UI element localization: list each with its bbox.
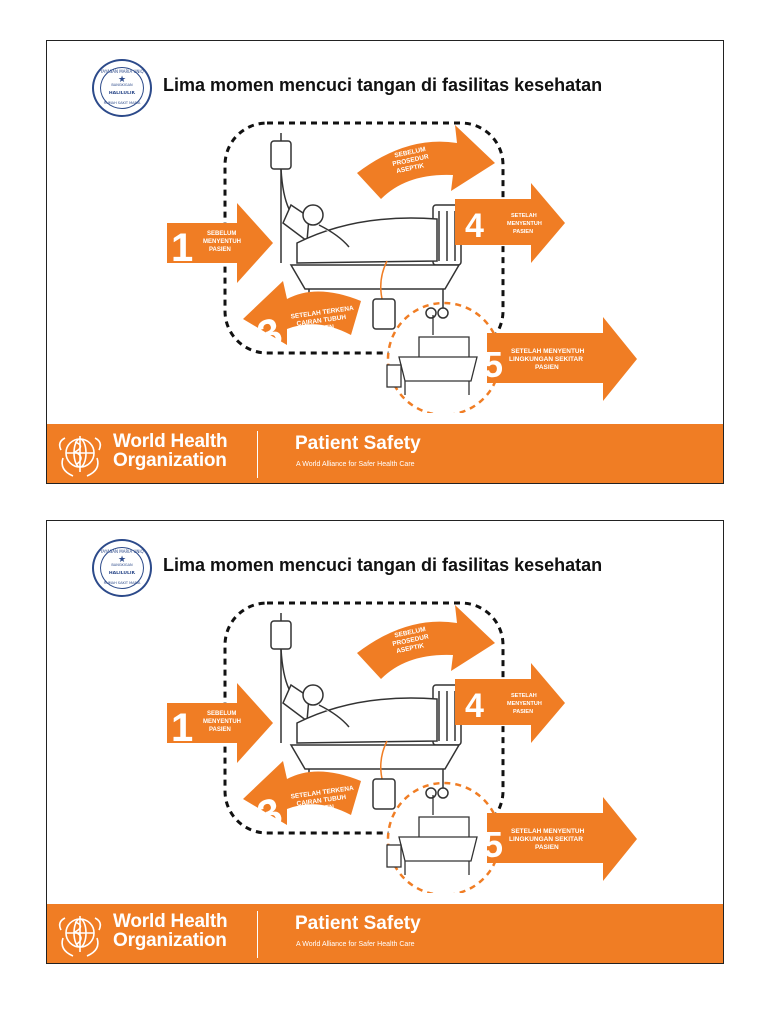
moment-number: 1 (171, 706, 193, 750)
seal-line: HALILULIK (108, 91, 136, 96)
moment-number: 5 (483, 824, 503, 865)
moment-3-arrow (243, 281, 361, 345)
who-wordmark-line: Organization (113, 450, 227, 471)
footer-divider (257, 911, 258, 958)
moment-5-arrow (487, 317, 637, 401)
moment-label-line: SETELAH MENYENTUH (511, 828, 585, 835)
moment-number: 1 (171, 226, 193, 270)
who-emblem-icon (53, 908, 107, 962)
moment-4-arrow (455, 663, 565, 743)
moment-1-arrow (167, 203, 273, 283)
who-emblem-icon (53, 428, 107, 482)
moment-number: 4 (465, 687, 484, 725)
moment-label-line: PASIEN (535, 364, 559, 371)
moment-label-line: MENYENTUH (507, 701, 542, 707)
urine-bag-icon (372, 740, 396, 810)
moment-3-arrow (243, 761, 361, 825)
seal-line: RUMAH SAKIT MARIA (103, 581, 141, 585)
moment-label-line: PASIEN (513, 229, 533, 235)
who-footer-banner: World Health Organization Patient Safety… (47, 904, 723, 963)
moment-label-line: PASIEN (209, 247, 231, 253)
moment-label-line: PASIEN (513, 709, 533, 715)
program-tagline: A World Alliance for Safer Health Care (296, 461, 415, 468)
who-wordmark: World Health Organization (113, 431, 228, 471)
star-icon: ★ (118, 554, 127, 564)
seal-line: BANGKIGAN (111, 563, 133, 567)
bedside-environment-icon (386, 315, 478, 395)
moment-label-line: SEBELUM (207, 711, 236, 717)
seal-line: HALILULIK (108, 571, 136, 576)
moment-label-line: PASIEN (310, 324, 335, 334)
moment-number: 4 (465, 207, 484, 245)
moment-label-line: MENYENTUH (203, 239, 241, 245)
hospital-bed-icon (282, 683, 462, 799)
page-title: Lima momen mencuci tangan di fasilitas k… (163, 75, 603, 95)
who-footer-banner: World Health Organization Patient Safety… (47, 424, 723, 483)
seal-line: YAYASAN MARIA UNIQ (100, 69, 144, 74)
hospital-seal-icon: YAYASAN MARIA UNIQ ★ BANGKIGAN HALILULIK… (92, 59, 152, 117)
who-wordmark: World Health Organization (113, 911, 228, 951)
moment-number: 5 (483, 344, 503, 385)
footer-divider (257, 431, 258, 478)
star-icon: ★ (118, 74, 127, 84)
five-moments-diagram: 1 SEBELUM MENYENTUH PASIEN 2 SEBELUM PRO… (47, 593, 723, 893)
moment-label-line: SEBELUM (207, 231, 236, 237)
moment-label-line: PASIEN (535, 844, 559, 851)
moment-label-line: SETELAH (511, 213, 537, 219)
poster-card: YAYASAN MARIA UNIQ ★ BANGKIGAN HALILULIK… (46, 520, 724, 964)
program-tagline: A World Alliance for Safer Health Care (296, 941, 415, 948)
who-wordmark-line: Organization (113, 930, 227, 951)
poster-card: YAYASAN MARIA UNIQ ★ BANGKIGAN HALILULIK… (46, 40, 724, 484)
who-wordmark-line: World Health (113, 431, 228, 452)
moment-4-arrow (455, 183, 565, 263)
moment-label-line: PASIEN (310, 804, 335, 814)
moment-label-line: SETELAH (511, 693, 537, 699)
moment-label-line: PASIEN (209, 727, 231, 733)
hospital-seal-icon: YAYASAN MARIA UNIQ ★ BANGKIGAN HALILULIK… (92, 539, 152, 597)
moment-label-line: LINGKUNGAN SEKITAR (509, 836, 583, 843)
program-title: Patient Safety (295, 433, 421, 454)
moment-5-arrow (487, 797, 637, 881)
moment-label-line: SETELAH MENYENTUH (511, 348, 585, 355)
five-moments-diagram: 1 SEBELUM MENYENTUH PASIEN 2 SEBELUM PRO… (47, 113, 723, 413)
page-title: Lima momen mencuci tangan di fasilitas k… (163, 555, 603, 575)
iv-drip-icon (270, 133, 310, 263)
seal-line: BANGKIGAN (111, 83, 133, 87)
moment-1-arrow (167, 683, 273, 763)
program-title: Patient Safety (295, 913, 421, 934)
seal-line: YAYASAN MARIA UNIQ (100, 549, 144, 554)
who-wordmark-line: World Health (113, 911, 228, 932)
moment-2-arrow (357, 125, 495, 199)
moment-label-line: MENYENTUH (507, 221, 542, 227)
moment-2-arrow (357, 605, 495, 679)
seal-line: RUMAH SAKIT MARIA (103, 101, 141, 105)
bedside-environment-icon (386, 795, 478, 875)
urine-bag-icon (372, 260, 396, 330)
moment-label-line: LINGKUNGAN SEKITAR (509, 356, 583, 363)
moment-label-line: MENYENTUH (203, 719, 241, 725)
